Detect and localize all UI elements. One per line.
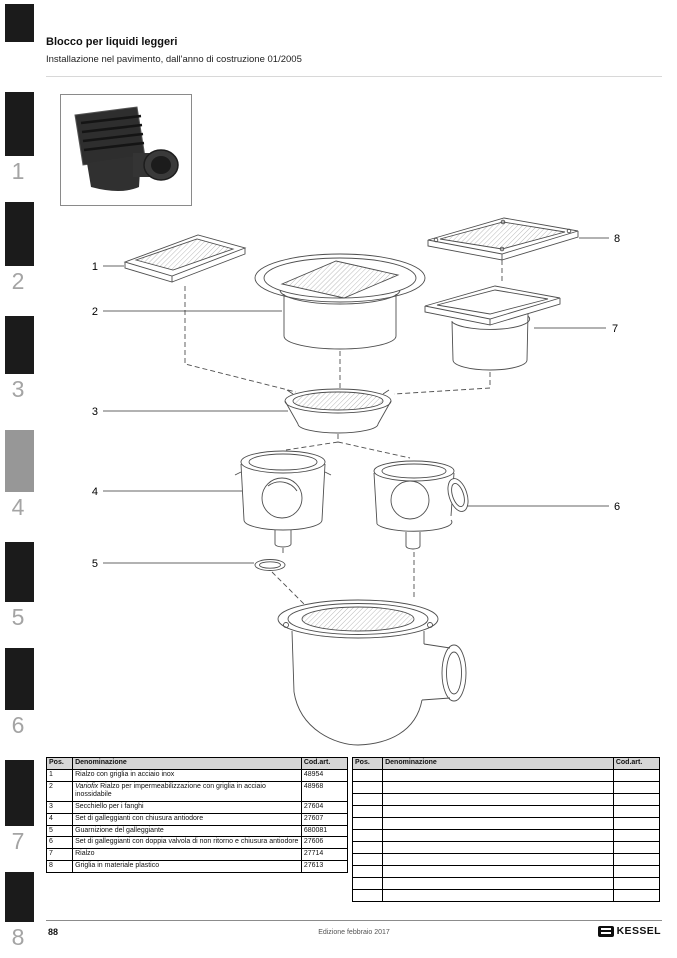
sidebar-number-1: 1	[11, 158, 25, 184]
callout-leader-lines	[103, 237, 609, 564]
part-4-float-set	[234, 450, 332, 548]
col-codart: Cod.art.	[300, 757, 349, 770]
table-row: 4 Set di galleggianti con chiusura antio…	[45, 812, 349, 826]
empty-row	[351, 864, 661, 878]
empty-parts-table: Pos. Denominazione Cod.art.	[351, 757, 661, 902]
part-8-plastic-grate	[427, 217, 579, 261]
empty-row	[351, 816, 661, 830]
callout-1: 1	[92, 261, 98, 273]
sidebar-number-5: 5	[11, 604, 25, 630]
table-row: 8 Griglia in materiale plastico 27613	[45, 859, 349, 873]
section-sidebar: Informazioni Dispositivi di chiusura ant…	[0, 0, 36, 958]
parts-table: Pos. Denominazione Cod.art. 1 Rialzo con…	[45, 757, 349, 873]
part-5-gasket	[254, 559, 286, 571]
assembly-axis-lines	[184, 260, 503, 605]
part-7-riser	[424, 285, 561, 371]
empty-row	[351, 888, 661, 902]
callout-5: 5	[92, 558, 98, 570]
sidebar-tab-stazioni-ibride[interactable]: Stazioni di sollevamento ibride	[5, 202, 34, 266]
sidebar-tab-label: Piccoli impianti di depurazione	[0, 648, 5, 710]
product-photo-drawing	[74, 106, 179, 191]
callout-3: 3	[92, 406, 98, 418]
sidebar-number-7: 7	[11, 828, 25, 854]
empty-row	[351, 792, 661, 806]
table-row: 1 Rialzo con griglia in acciaio inox 489…	[45, 768, 349, 782]
sidebar-tab-separatori[interactable]: Separatori	[5, 542, 34, 602]
empty-row	[351, 840, 661, 854]
sidebar-tab-informazioni[interactable]: Informazioni	[5, 4, 34, 42]
sidebar-tab-label: Stazioni di sollevamento	[0, 316, 5, 374]
empty-row	[351, 828, 661, 842]
sidebar-tab-stazioni-sollevamento[interactable]: Stazioni di sollevamento	[5, 316, 34, 374]
page-number: 88	[48, 927, 59, 937]
callout-2: 2	[92, 306, 98, 318]
empty-row	[351, 876, 661, 890]
sidebar-number-3: 3	[11, 376, 25, 402]
empty-row	[351, 768, 661, 782]
table-row: 2 Variofix Rialzo per impermeabilizzazio…	[45, 780, 349, 802]
sidebar-tab-label: Listino prezzi	[0, 872, 5, 922]
part-1-stainless-grate	[123, 234, 247, 283]
col-denominazione: Denominazione	[382, 757, 614, 770]
sidebar-tab-dispositivi-chiusura[interactable]: Dispositivi di chiusura anti-ristagno	[5, 92, 34, 156]
sidebar-tab-label: Informazioni	[0, 4, 5, 42]
empty-table-header-row: Pos. Denominazione Cod.art.	[351, 757, 661, 770]
sidebar-number-2: 2	[11, 268, 25, 294]
col-codart: Cod.art.	[612, 757, 661, 770]
part-3-sludge-bucket	[284, 388, 392, 434]
kessel-logo-text: KESSEL	[616, 925, 661, 937]
col-denominazione: Denominazione	[72, 757, 302, 770]
sidebar-number-4: 4	[11, 494, 25, 520]
header-divider	[46, 76, 662, 77]
callout-8: 8	[614, 233, 620, 245]
table-row: 5 Guarnizione del galleggiante 680081	[45, 824, 349, 838]
table-row: 3 Secchiello per i fanghi 27604	[45, 801, 349, 814]
exploded-diagram: 1 2 3 4 5 6 7 8	[46, 88, 666, 754]
sidebar-tab-scarichi[interactable]: Scarichi	[5, 430, 34, 492]
sidebar-tab-label: Stazioni di sollevamento ibride	[0, 202, 5, 266]
col-pos: Pos.	[45, 757, 74, 770]
sidebar-tab-piccoli-impianti[interactable]: Piccoli impianti di depurazione	[5, 648, 34, 710]
empty-row	[351, 852, 661, 866]
kessel-logo-icon	[597, 925, 614, 937]
sidebar-tab-label: Dispositivi di chiusura anti-ristagno	[0, 92, 5, 156]
exploded-diagram-drawing: 1 2 3 4 5 6 7 8	[92, 217, 620, 746]
sidebar-tab-label: Scarichi	[0, 430, 5, 492]
kessel-logo: KESSEL	[597, 925, 661, 937]
callout-6: 6	[614, 501, 620, 513]
table-row: 6 Set di galleggianti con doppia valvola…	[45, 836, 349, 849]
callout-numbers: 1 2 3 4 5 6 7 8	[92, 233, 620, 570]
sidebar-number-8: 8	[11, 924, 25, 950]
table-row: 7 Rialzo 27714	[45, 848, 349, 861]
parts-table-header-row: Pos. Denominazione Cod.art.	[45, 757, 349, 770]
part-6-float-set-backflow	[373, 460, 469, 550]
col-pos: Pos.	[351, 757, 384, 770]
page-subtitle: Installazione nel pavimento, dall'anno d…	[46, 54, 302, 65]
callout-7: 7	[612, 323, 618, 335]
product-photo	[60, 94, 192, 206]
part-2-variofix-riser	[254, 253, 426, 350]
edition-text: Edizione febbraio 2017	[318, 929, 390, 936]
empty-row	[351, 780, 661, 794]
footer-divider	[46, 920, 662, 921]
page-title: Blocco per liquidi leggeri	[46, 36, 178, 48]
empty-row	[351, 804, 661, 818]
sidebar-tab-label: Separatori	[0, 542, 5, 602]
drain-body	[277, 599, 467, 746]
sidebar-number-6: 6	[11, 712, 25, 738]
sidebar-tab-riutilizzo-acqua[interactable]: Riutilizzo dell'acqua piovana	[5, 760, 34, 826]
sidebar-tab-listino-prezzi[interactable]: Listino prezzi	[5, 872, 34, 922]
sidebar-tab-label: Riutilizzo dell'acqua piovana	[0, 760, 5, 826]
callout-4: 4	[92, 486, 98, 498]
